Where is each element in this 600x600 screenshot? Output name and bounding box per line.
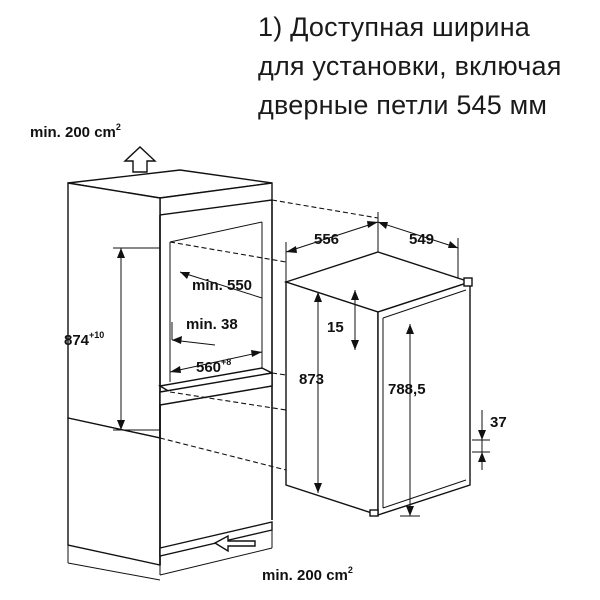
dim-width-549 [377, 221, 459, 278]
note-line-3: дверные петли 545 мм [258, 90, 548, 120]
label-gap-15: 15 [327, 319, 344, 336]
label-vent-top: min. 200 cm2 [30, 122, 121, 141]
label-offset-37: 37 [490, 414, 507, 431]
dim-niche-height [113, 247, 160, 431]
label-width-549: 549 [409, 231, 434, 248]
note-line-2: для установки, включая [258, 51, 562, 81]
vent-bottom-arrow [213, 534, 256, 553]
dim-offset-37 [472, 410, 490, 470]
dim-door-788 [400, 324, 420, 517]
cabinet [67, 146, 275, 581]
label-niche-height: 874+10 [64, 330, 104, 349]
label-niche-depth: min. 550 [192, 277, 252, 294]
vent-top-arrow [123, 146, 157, 173]
label-vent-bottom: min. 200 cm2 [262, 565, 353, 584]
label-height-873: 873 [299, 371, 324, 388]
dim-niche-width [169, 350, 263, 373]
note-line-1: 1) Доступная ширина [258, 12, 531, 42]
label-door-788: 788,5 [388, 381, 426, 398]
label-niche-width: 560+8 [196, 357, 231, 376]
dim-height-873 [314, 292, 322, 493]
dim-min-38 [171, 322, 216, 346]
label-depth-556: 556 [314, 231, 339, 248]
dim-niche-depth [179, 271, 263, 299]
dim-gap-15 [351, 290, 359, 350]
dim-depth-556 [285, 212, 379, 282]
label-min-38: min. 38 [186, 316, 238, 333]
